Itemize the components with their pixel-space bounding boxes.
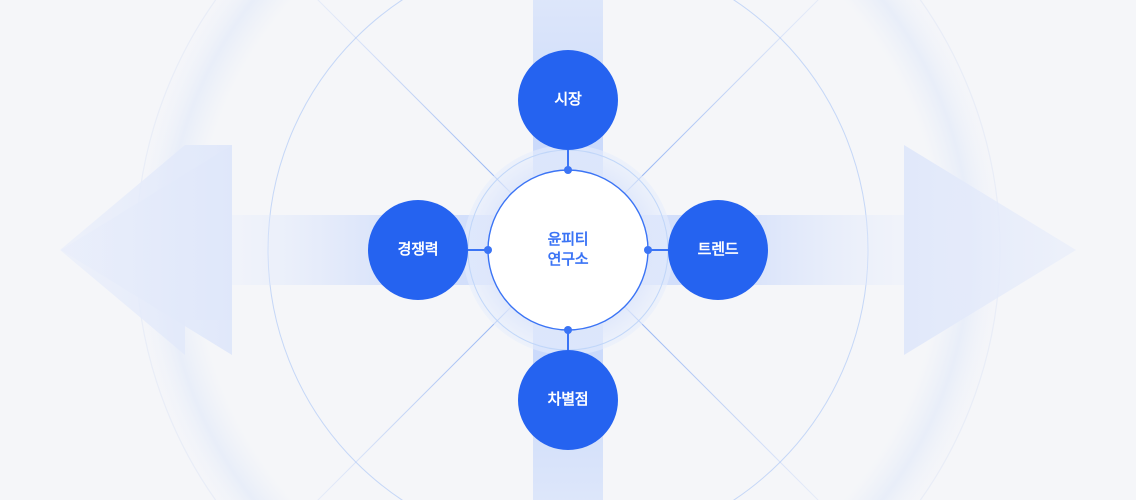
- node-circle-differentiation[interactable]: [518, 350, 618, 450]
- connector-dot-bottom: [564, 326, 572, 334]
- arrow-right-head: [904, 145, 1076, 355]
- connector-dot-right: [644, 246, 652, 254]
- node-competitiveness[interactable]: [368, 200, 468, 300]
- node-circle-market[interactable]: [518, 50, 618, 150]
- spoke-nw: [317, 0, 513, 195]
- connector-dot-left: [484, 246, 492, 254]
- spoke-se: [623, 305, 819, 500]
- spoke-sw: [317, 305, 513, 500]
- node-market[interactable]: [518, 50, 618, 150]
- hub-hit-area[interactable]: [488, 170, 648, 330]
- node-trend[interactable]: [668, 200, 768, 300]
- node-circle-competitiveness[interactable]: [368, 200, 468, 300]
- connector-dot-top: [564, 166, 572, 174]
- spoke-ne: [623, 0, 819, 195]
- node-differentiation[interactable]: [518, 350, 618, 450]
- node-circle-trend[interactable]: [668, 200, 768, 300]
- arrow-left-head: [61, 145, 232, 355]
